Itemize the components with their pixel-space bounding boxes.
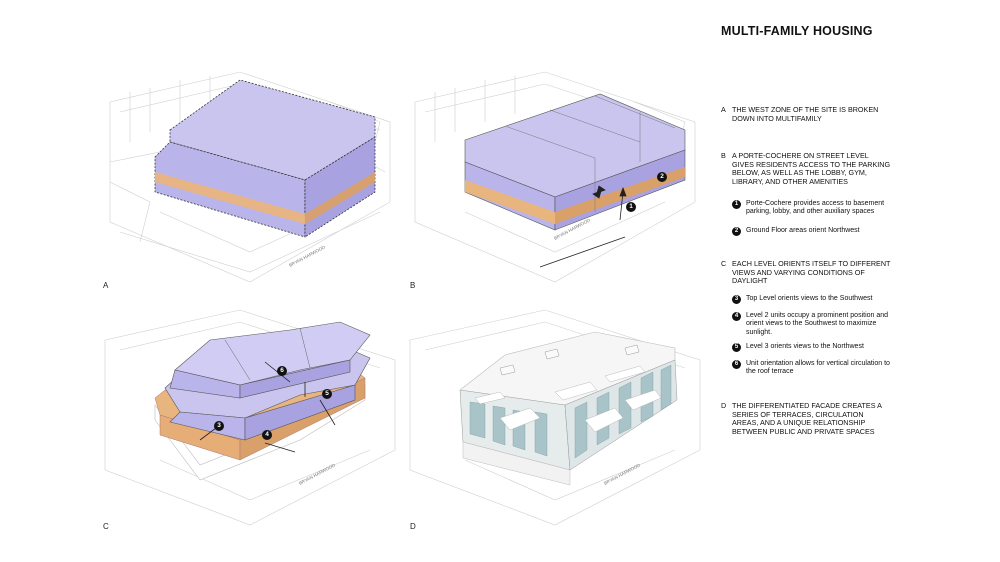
item-number: 4 (732, 312, 741, 321)
diagram-panel-c: BRYAN HARWOOD 3 4 5 6 (100, 300, 400, 532)
legend-section-c: C EACH LEVEL ORIENTS ITSELF TO DIFFERENT… (721, 259, 891, 286)
section-key: A (721, 105, 726, 114)
item-text: Unit orientation allows for vertical cir… (746, 360, 890, 376)
item-text: Level 2 units occupy a prominent positio… (746, 312, 889, 336)
page-title: MULTI-FAMILY HOUSING (721, 24, 873, 38)
massing-diagram-a: BRYAN HARWOOD (109, 71, 391, 283)
diagram-panel-a: BRYAN HARWOOD (100, 62, 400, 290)
section-key: D (721, 401, 727, 410)
item-number: 6 (732, 360, 741, 369)
legend-section-d: D THE DIFFERENTIATED FACADE CREATES A SE… (721, 401, 891, 436)
massing-volume (154, 79, 376, 238)
item-number: 2 (732, 227, 741, 236)
legend-item-4: 4 Level 2 units occupy a prominent posit… (732, 312, 892, 337)
massing-volume-stepped (464, 93, 686, 231)
item-text: Ground Floor areas orient Northwest (746, 227, 860, 234)
legend-section-b: B A PORTE-COCHERE ON STREET LEVEL GIVES … (721, 151, 891, 186)
item-number: 1 (732, 200, 741, 209)
marker-6: 6 (277, 366, 287, 376)
legend-item-2: 2 Ground Floor areas orient Northwest (732, 227, 892, 236)
marker-5: 5 (322, 389, 332, 399)
legend-item-6: 6 Unit orientation allows for vertical c… (732, 360, 892, 377)
diagram-panel-d: BRYAN HARWOOD (405, 300, 705, 532)
marker-1: 1 (626, 202, 636, 212)
marker-3: 3 (214, 421, 224, 431)
panel-label-d: D (410, 522, 416, 531)
item-number: 5 (732, 343, 741, 352)
section-text: A PORTE-COCHERE ON STREET LEVEL GIVES RE… (732, 151, 891, 186)
street-label: BRYAN HARWOOD (298, 462, 337, 486)
item-text: Top Level orients views to the Southwest (746, 295, 873, 302)
circulation-arrows (539, 185, 627, 268)
panel-label-c: C (103, 522, 109, 531)
building-model (459, 331, 678, 486)
section-text: THE DIFFERENTIATED FACADE CREATES A SERI… (732, 401, 882, 436)
massing-diagram-c: BRYAN HARWOOD (104, 309, 396, 526)
street-label: BRYAN HARWOOD (603, 462, 642, 486)
panel-label-b: B (410, 281, 416, 290)
legend-item-3: 3 Top Level orients views to the Southwe… (732, 295, 892, 304)
marker-2: 2 (657, 172, 667, 182)
diagram-panel-b: BRYAN HARWOOD 1 2 (405, 62, 705, 290)
item-text: Level 3 orients views to the Northwest (746, 343, 864, 350)
item-number: 3 (732, 295, 741, 304)
massing-volume-rotated (154, 321, 371, 481)
legend-item-1: 1 Porte-Cochere provides access to basem… (732, 200, 892, 217)
section-key: C (721, 259, 727, 268)
section-text: THE WEST ZONE OF THE SITE IS BROKEN DOWN… (732, 105, 879, 123)
section-key: B (721, 151, 726, 160)
legend-section-a: A THE WEST ZONE OF THE SITE IS BROKEN DO… (721, 105, 891, 123)
item-text: Porte-Cochere provides access to basemen… (746, 200, 885, 216)
site-plan-lines (414, 71, 696, 283)
street-label: BRYAN HARWOOD (288, 244, 327, 268)
marker-4: 4 (262, 430, 272, 440)
legend-item-5: 5 Level 3 orients views to the Northwest (732, 343, 892, 352)
massing-diagram-b: BRYAN HARWOOD (414, 71, 696, 283)
rendered-model-d: BRYAN HARWOOD (409, 309, 701, 526)
panel-label-a: A (103, 281, 109, 290)
section-text: EACH LEVEL ORIENTS ITSELF TO DIFFERENT V… (732, 259, 891, 286)
